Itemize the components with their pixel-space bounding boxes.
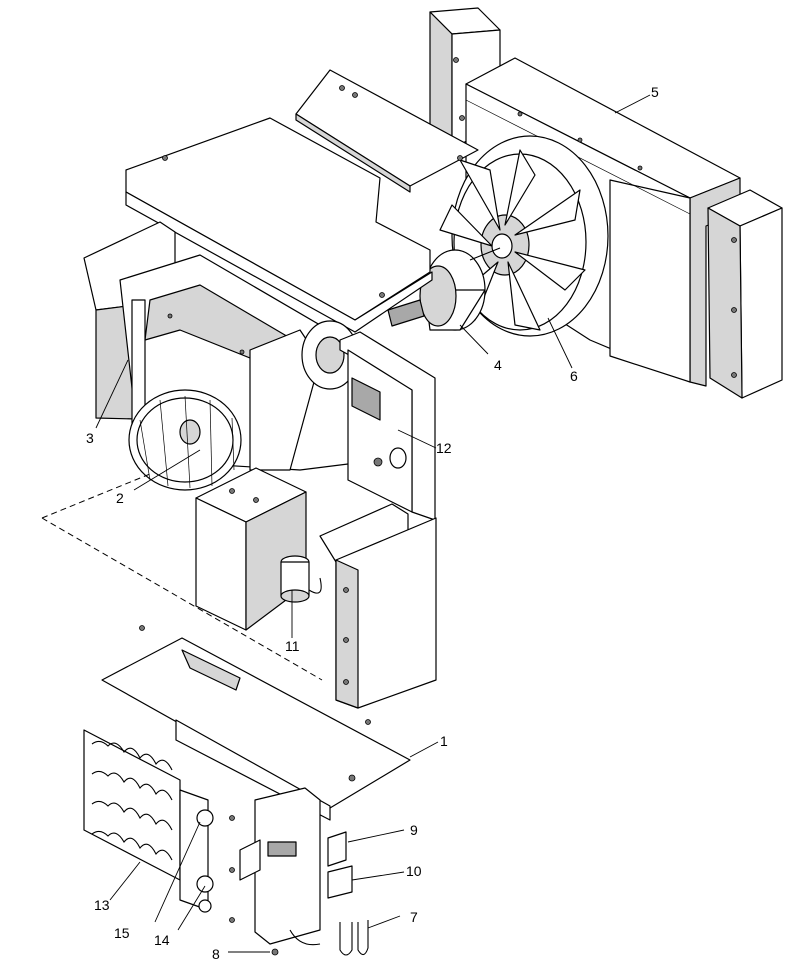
callout-6: 6 (570, 368, 578, 384)
callout-13: 13 (94, 897, 110, 913)
alignment-dashed-line (41, 473, 323, 681)
control-panel (339, 331, 436, 521)
callout-8: 8 (212, 946, 220, 962)
fan-motor (387, 247, 501, 331)
callout-2: 2 (116, 490, 124, 506)
blower-wheel (128, 389, 242, 491)
callout-5: 5 (651, 84, 659, 100)
callout-7: 7 (410, 909, 418, 925)
top-bracket (295, 69, 479, 193)
callout-9: 9 (410, 822, 418, 838)
callout-11: 11 (285, 638, 300, 654)
callout-10: 10 (406, 863, 422, 879)
limit-switches (196, 809, 214, 913)
top-cover (125, 117, 433, 333)
callout-15: 15 (114, 925, 130, 941)
callout-1: 1 (440, 733, 448, 749)
callout-4: 4 (494, 357, 502, 373)
control-board (229, 787, 353, 945)
callout-3: 3 (86, 430, 94, 446)
electrical-box (195, 467, 322, 631)
leader-lines (95, 94, 651, 953)
condenser-fan (439, 135, 609, 337)
thermistor (271, 920, 369, 956)
right-side-panel (707, 189, 783, 399)
front-right-panel (319, 503, 437, 709)
heater-assembly (83, 729, 209, 911)
callout-14: 14 (154, 932, 170, 948)
callout-12: 12 (436, 440, 452, 456)
